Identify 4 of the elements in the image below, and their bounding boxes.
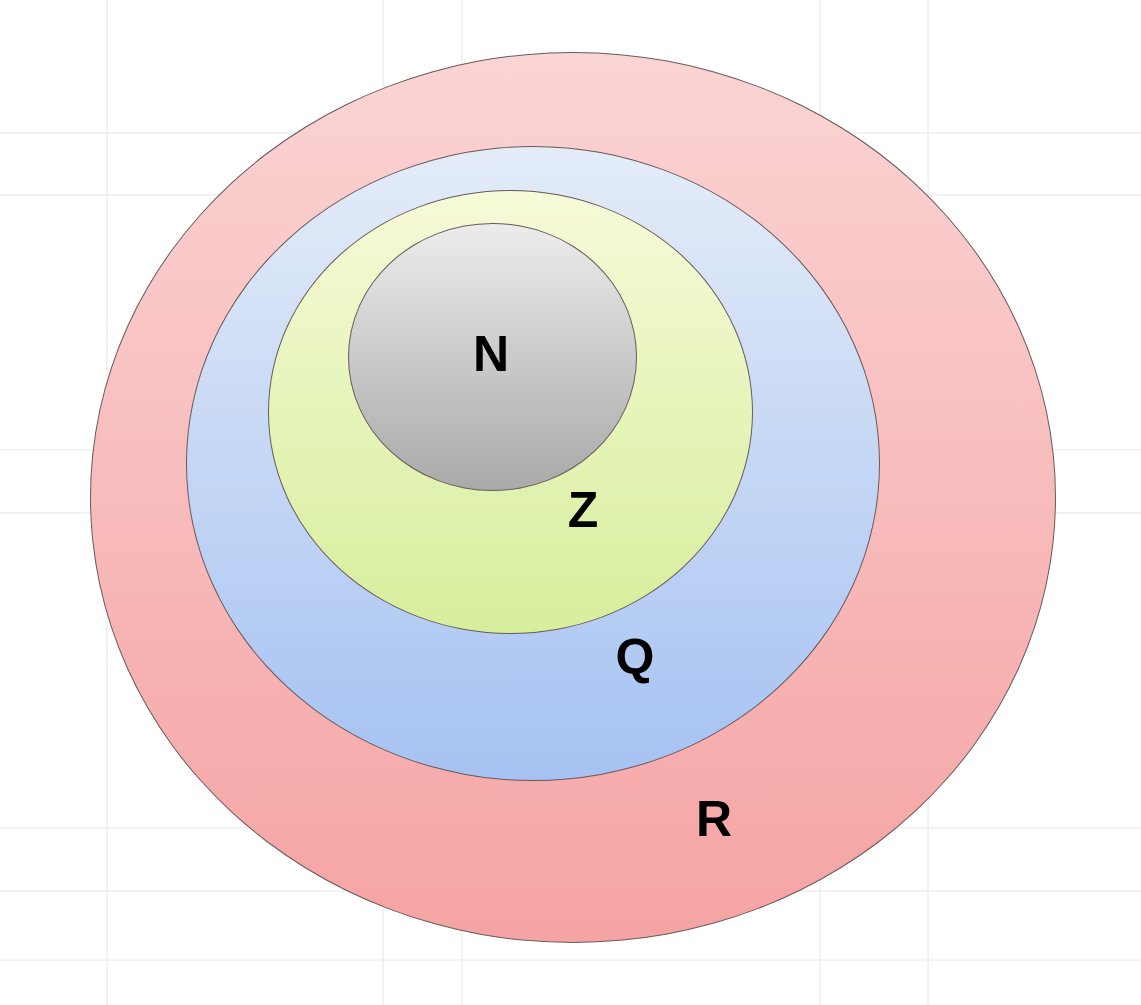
set-label: Q [615, 632, 655, 682]
set-label: R [695, 794, 733, 844]
set-label: Z [567, 485, 599, 535]
set-label: N [472, 329, 510, 379]
